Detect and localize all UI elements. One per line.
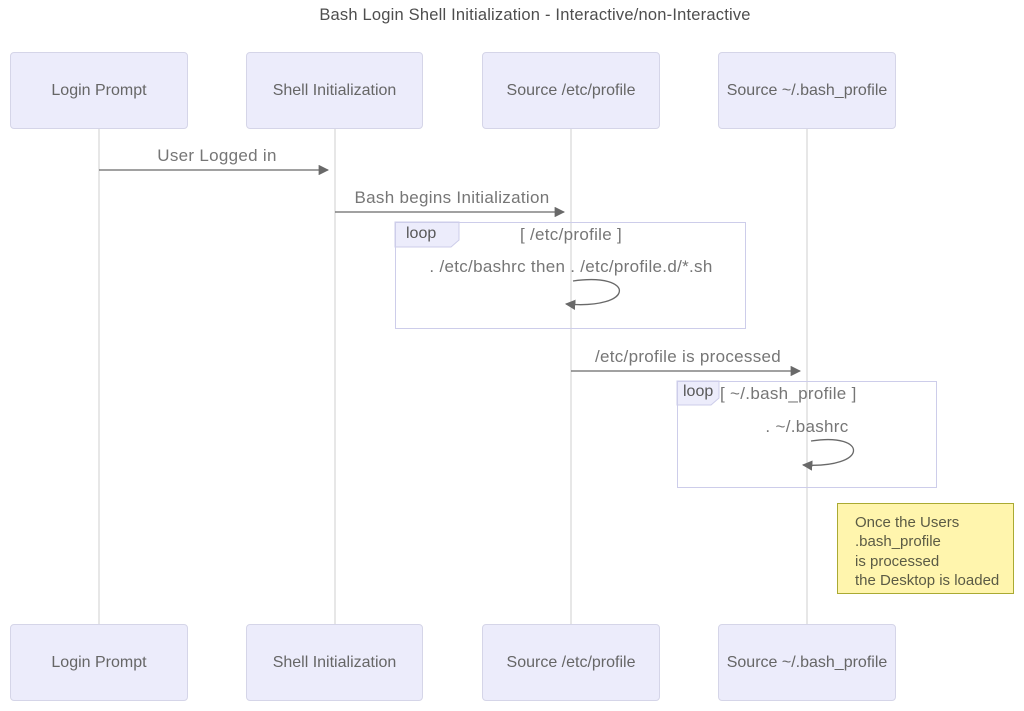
actor-label: Source ~/.bash_profile xyxy=(726,653,888,671)
diagram-title: Bash Login Shell Initialization - Intera… xyxy=(319,6,751,24)
actor-source-bash-profile-top: Source ~/.bash_profile xyxy=(718,52,896,129)
loop-condition-bash-profile: [ ~/.bash_profile ] xyxy=(720,384,857,403)
actor-label: Source /etc/profile xyxy=(506,653,636,671)
self-loop-arrow-etc-profile xyxy=(564,279,621,310)
self-message-bash-profile: . ~/.bashrc xyxy=(765,417,849,436)
note-line: Once the Users xyxy=(855,514,960,531)
message-label-bash-begins-initialization: Bash begins Initialization xyxy=(354,188,550,207)
actor-label: Source /etc/profile xyxy=(506,81,636,99)
actor-source-etc-profile-bottom: Source /etc/profile xyxy=(482,624,660,701)
note-line: is processed xyxy=(855,552,940,570)
actor-source-etc-profile-top: Source /etc/profile xyxy=(482,52,660,129)
actor-login-prompt-top: Login Prompt xyxy=(10,52,188,129)
message-label-etc-profile-is-processed: /etc/profile is processed xyxy=(594,347,782,366)
actor-login-prompt-bottom: Login Prompt xyxy=(10,624,188,701)
actor-label: Shell Initialization xyxy=(272,653,397,671)
self-message-etc-profile: . /etc/bashrc then . /etc/profile.d/*.sh xyxy=(429,257,713,276)
loop-keyword: loop xyxy=(683,383,714,400)
note-line: .bash_profile xyxy=(855,533,941,551)
actor-source-bash-profile-bottom: Source ~/.bash_profile xyxy=(718,624,896,701)
loop-keyword: loop xyxy=(406,225,437,242)
loop-frame-etc-profile xyxy=(395,222,746,329)
self-loop-arrow-bash-profile xyxy=(801,439,855,471)
actor-shell-initialization-top: Shell Initialization xyxy=(246,52,423,129)
note-line: the Desktop is loaded xyxy=(855,571,1000,589)
actor-label: Login Prompt xyxy=(51,653,147,671)
actor-label: Shell Initialization xyxy=(272,81,397,99)
loop-condition-etc-profile: [ /etc/profile ] xyxy=(519,225,623,244)
actor-label: Source ~/.bash_profile xyxy=(726,81,888,99)
message-label-user-logged-in: User Logged in xyxy=(157,146,277,165)
note-bash-profile-desktop: Once the Users .bash_profile is processe… xyxy=(837,503,1014,594)
actor-label: Login Prompt xyxy=(51,81,147,99)
actor-shell-initialization-bottom: Shell Initialization xyxy=(246,624,423,701)
loop-frame-bash-profile xyxy=(677,381,937,488)
